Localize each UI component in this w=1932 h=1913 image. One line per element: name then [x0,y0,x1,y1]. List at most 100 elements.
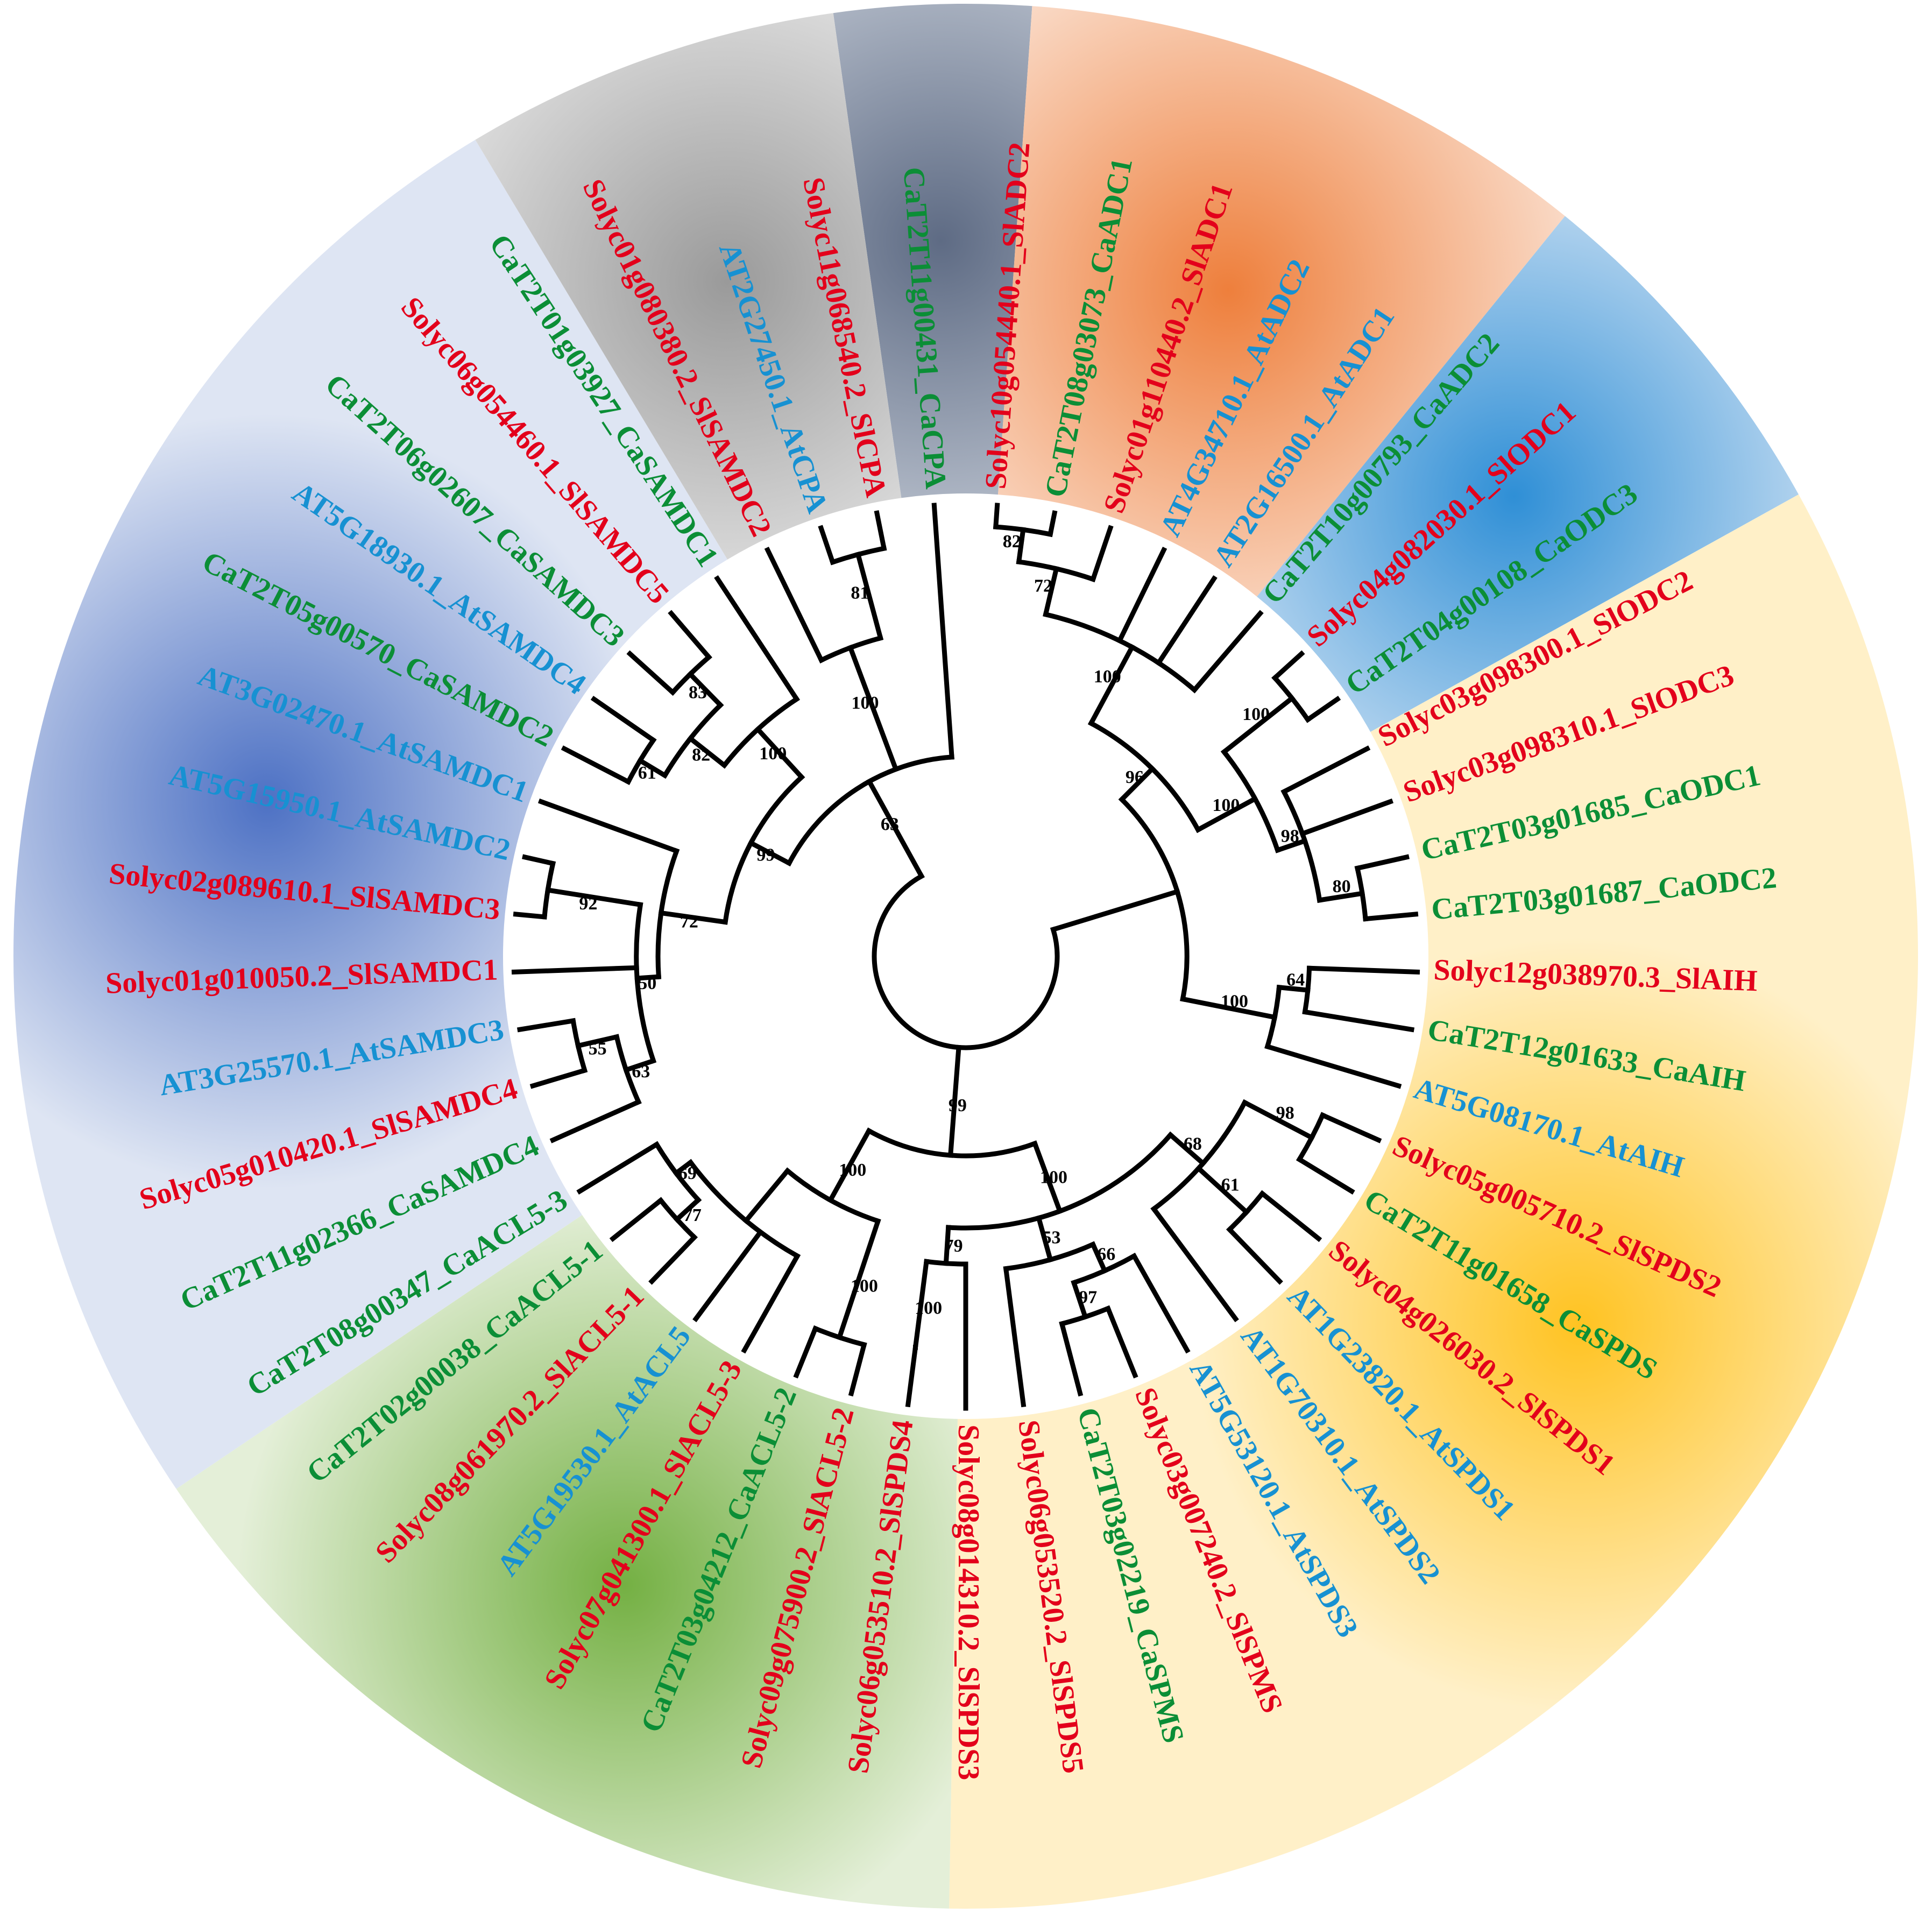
branch-line [1087,644,1136,727]
branch-line [866,778,925,880]
branch-line [1167,1131,1207,1167]
branch-line [1317,891,1365,903]
branch-line [1043,566,1059,618]
bootstrap-value: 100 [852,693,879,713]
branch-line [905,1344,918,1408]
branch-line [622,1057,657,1073]
bootstrap-value: 100 [759,744,787,764]
branch-line [855,551,884,641]
branch-arc [1043,611,1198,694]
branch-arc [613,1034,642,1105]
branch-line [1059,1321,1084,1397]
branch-line [636,757,668,779]
branch-line [764,546,825,663]
branch-arc [655,848,680,979]
branch-line [836,1218,881,1340]
branch-line [545,887,643,908]
branch-arc [1220,748,1281,853]
branch-line [668,610,712,661]
branch-arc [865,1127,1038,1159]
branch-line [1302,1009,1415,1033]
branch-arc [1118,796,1190,1002]
branch-line [1105,1305,1138,1379]
branch-line [1116,546,1167,644]
bootstrap-value: 66 [1097,1244,1115,1264]
branch-line [912,1259,930,1350]
bootstrap-value: 64 [1286,970,1305,990]
branch-line [516,1018,576,1033]
branch-line [590,695,657,744]
branch-line [1050,888,1180,933]
branch-line [1319,1112,1382,1143]
branch-arc [784,1167,881,1224]
branch-line [847,644,899,773]
clade-background-bands [13,3,1918,1909]
branch-line [931,503,954,760]
bootstrap-value: 50 [638,973,656,993]
branch-line [1089,1241,1108,1274]
bootstrap-value: 83 [689,683,707,703]
branch-line [511,965,639,975]
branch-arc [1071,1252,1138,1286]
branch-arc [923,1259,968,1267]
branch-arc [945,1131,1174,1231]
branch-arc [720,695,800,769]
branch-line [1016,527,1026,565]
branch-line [1299,798,1394,837]
branch-line [1191,610,1264,694]
bootstrap-value: 100 [839,1160,866,1180]
branch-line [575,1034,620,1049]
branch-line [576,1141,660,1195]
branch-arc [661,701,724,779]
clade-band-odc [998,6,1565,597]
branch-line [673,1196,702,1223]
branch-line [1226,1226,1283,1285]
branch-line [687,670,724,709]
branch-line [742,1167,791,1224]
branch-line [1264,1043,1402,1089]
branch-arc [872,873,1060,1050]
branch-arc [723,773,805,925]
branch-line [1280,745,1371,795]
branch-line [658,910,728,925]
bootstrap-value: 53 [1043,1227,1061,1247]
branch-line [1031,1140,1063,1215]
branch-line [827,1127,873,1204]
bootstrap-value: 72 [680,912,698,932]
bootstrap-value: 72 [1034,576,1052,596]
bootstrap-value: 81 [851,583,869,603]
branch-line [692,1229,764,1323]
branch-line [754,725,805,781]
branch-line [947,1044,961,1158]
branch-arc [1264,984,1282,1050]
branch-line [747,839,792,867]
branch-line [609,1197,664,1243]
branch-line [1150,1205,1239,1323]
branch-line [1304,695,1341,723]
bootstrap-value: 61 [1221,1175,1240,1195]
branch-arc [1016,559,1096,583]
clade-band-acl5 [176,1215,958,1909]
branch-line [1306,965,1420,975]
branch-arc [687,1159,801,1260]
branch-line [1194,795,1258,834]
branch-line [943,1225,951,1266]
branch-arc [785,754,954,867]
branch-line [1071,1279,1088,1320]
branch-line [1296,1156,1355,1195]
bootstrap-value: 69 [678,1163,697,1183]
branch-line [1354,854,1410,871]
bootstrap-value: 79 [945,1236,963,1256]
branch-line [1258,1190,1322,1243]
clade-band-aih [1257,216,1799,732]
bootstrap-value: 77 [683,1205,702,1225]
branch-line [848,1342,867,1397]
branch-arc [1087,720,1201,834]
branch-line [513,912,547,920]
inner-disc [508,499,1423,1414]
branch-line [1036,1215,1053,1263]
branch-line [1047,510,1058,538]
branch-line [714,575,800,703]
branch-line [549,1098,642,1143]
